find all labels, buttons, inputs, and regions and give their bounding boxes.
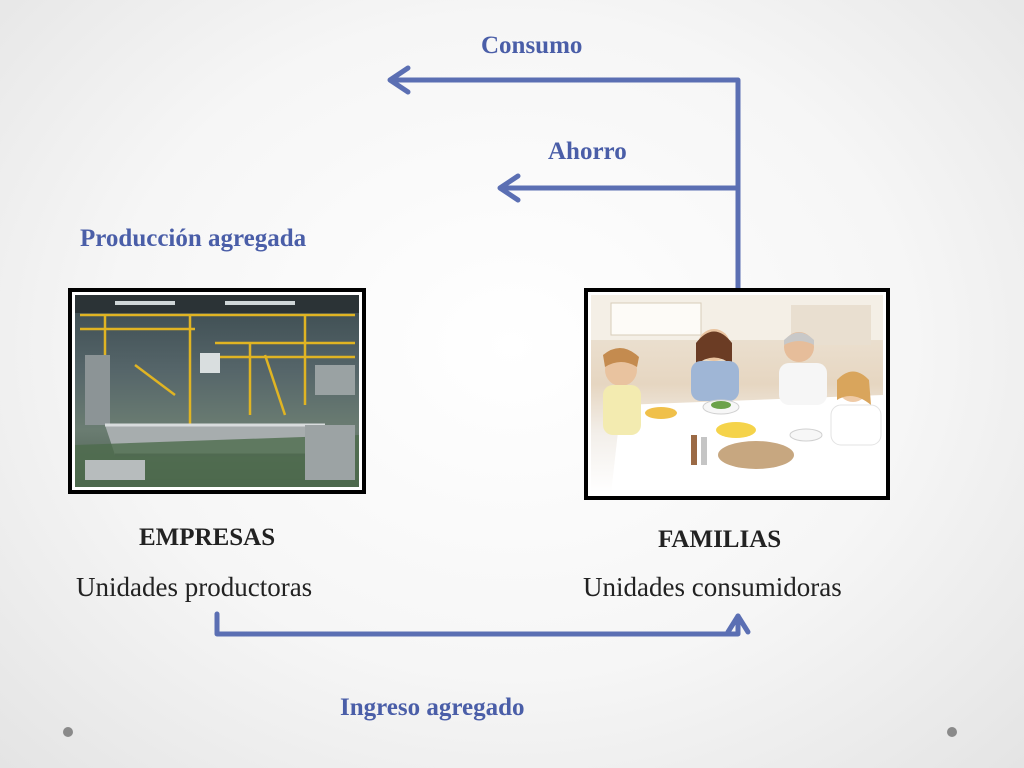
familias-subtitle: Unidades consumidoras — [583, 572, 842, 602]
ingreso-arrowhead — [725, 613, 751, 635]
ahorro-label: Ahorro — [548, 138, 627, 165]
consumo-arrowhead — [387, 65, 411, 95]
familias-title: FAMILIAS — [658, 526, 782, 553]
ahorro-arrowhead — [497, 173, 521, 203]
consumo-label: Consumo — [481, 32, 583, 59]
empresas-title: EMPRESAS — [139, 524, 276, 551]
ingreso-flow-line — [214, 611, 741, 637]
decor-dot-left — [63, 727, 73, 737]
empresas-factory-image — [68, 288, 366, 494]
empresas-subtitle: Unidades productoras — [76, 572, 313, 602]
familias-dinner-image — [584, 288, 890, 500]
ingreso-agregado-label: Ingreso agregado — [340, 694, 525, 721]
produccion-agregada-label: Producción agregada — [80, 225, 307, 252]
decor-dot-right — [947, 727, 957, 737]
consumo-flow-line — [389, 77, 741, 299]
